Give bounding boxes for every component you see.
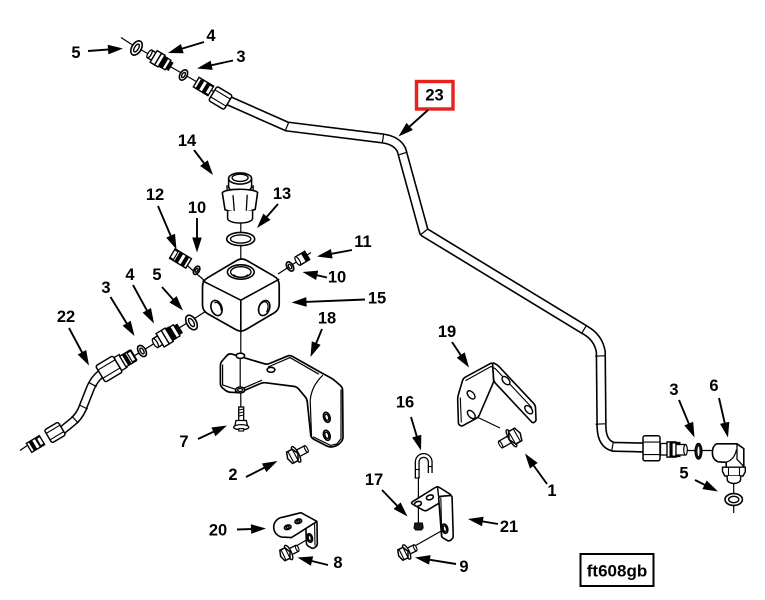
svg-text:4: 4 bbox=[206, 27, 216, 45]
svg-text:17: 17 bbox=[365, 471, 383, 489]
svg-text:7: 7 bbox=[179, 433, 188, 451]
svg-text:11: 11 bbox=[354, 233, 371, 251]
svg-text:21: 21 bbox=[500, 518, 518, 536]
svg-text:ft608gb: ft608gb bbox=[587, 561, 647, 580]
svg-text:3: 3 bbox=[236, 48, 245, 66]
svg-text:2: 2 bbox=[228, 466, 237, 484]
svg-text:5: 5 bbox=[679, 464, 688, 482]
svg-text:5: 5 bbox=[71, 44, 80, 62]
svg-text:15: 15 bbox=[368, 289, 386, 307]
svg-text:3: 3 bbox=[101, 279, 110, 297]
svg-text:14: 14 bbox=[178, 132, 197, 150]
svg-text:10: 10 bbox=[328, 268, 346, 286]
svg-text:6: 6 bbox=[709, 377, 718, 395]
svg-text:16: 16 bbox=[396, 393, 414, 411]
svg-text:9: 9 bbox=[459, 558, 468, 576]
svg-text:22: 22 bbox=[57, 308, 75, 326]
svg-text:13: 13 bbox=[273, 185, 291, 203]
svg-text:1: 1 bbox=[547, 482, 556, 500]
svg-text:3: 3 bbox=[669, 381, 678, 399]
svg-text:18: 18 bbox=[318, 309, 336, 327]
svg-text:5: 5 bbox=[152, 266, 161, 284]
svg-text:12: 12 bbox=[146, 186, 164, 204]
svg-text:10: 10 bbox=[188, 199, 206, 217]
svg-text:4: 4 bbox=[125, 266, 135, 284]
svg-text:8: 8 bbox=[333, 554, 342, 572]
svg-text:19: 19 bbox=[438, 323, 456, 341]
svg-text:23: 23 bbox=[425, 86, 443, 104]
svg-text:20: 20 bbox=[209, 521, 227, 539]
